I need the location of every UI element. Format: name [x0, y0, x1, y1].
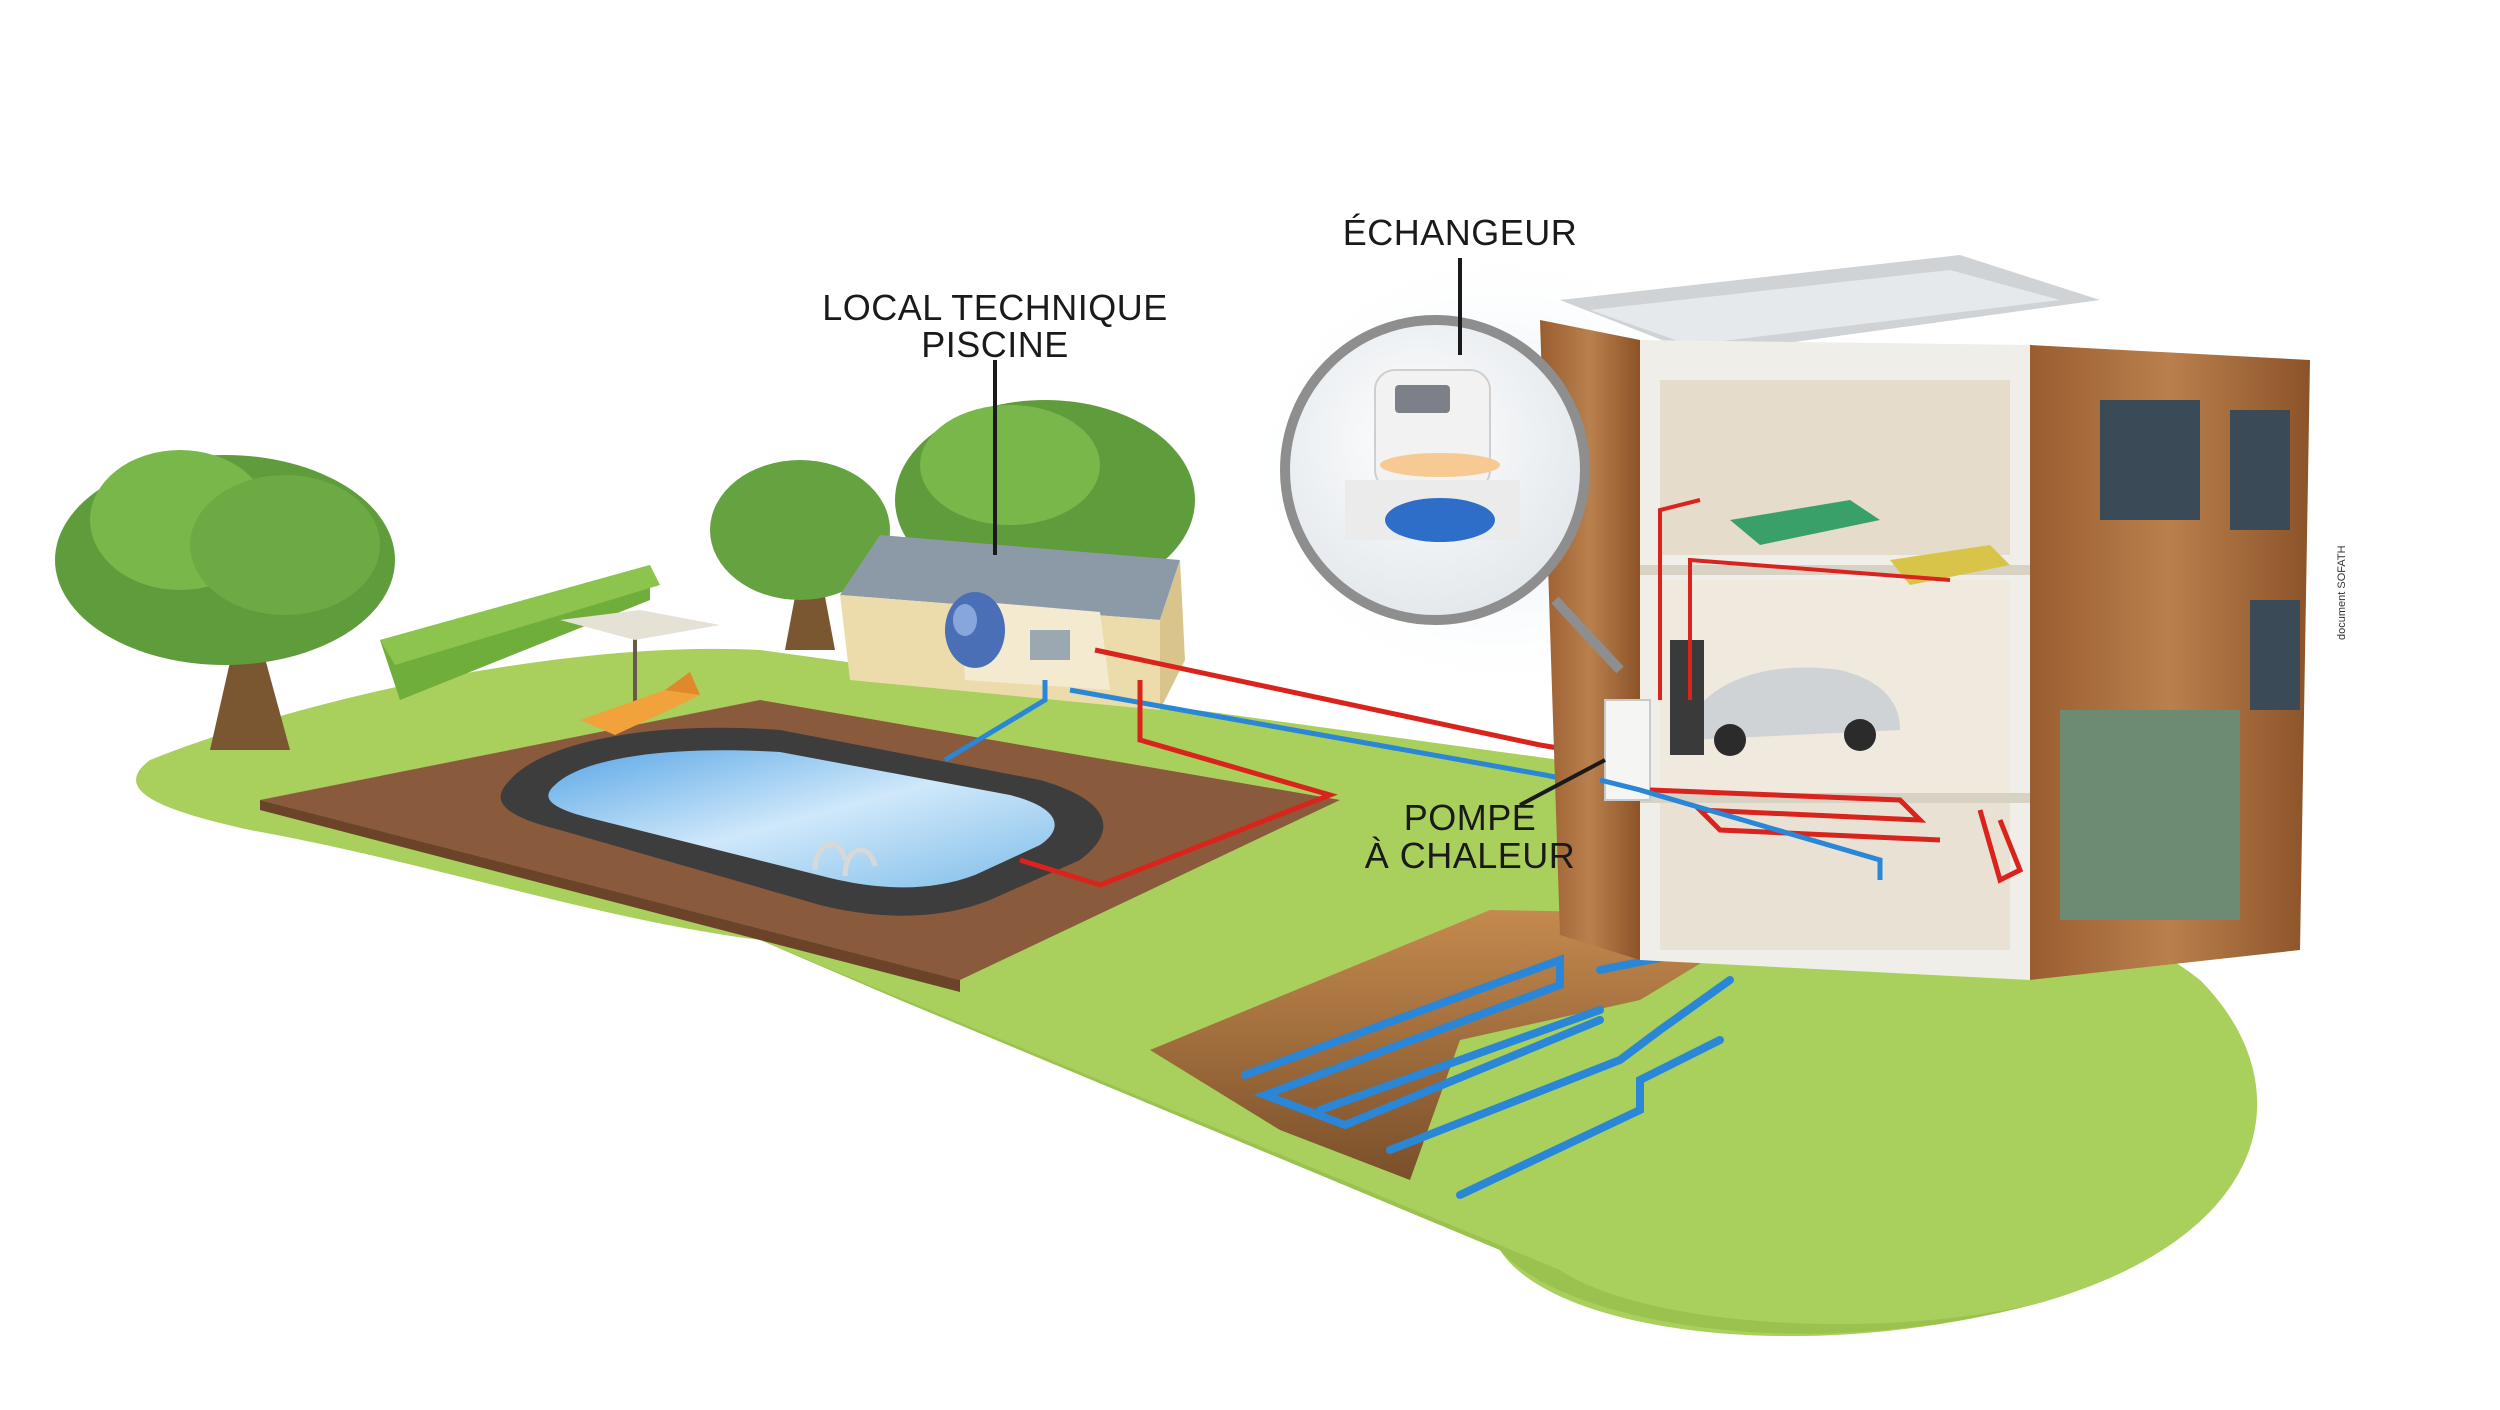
tree-icon [55, 450, 395, 750]
pool-water [548, 750, 1055, 888]
underfloor-heating-hot [1649, 787, 2024, 884]
bed-icon [1730, 500, 2010, 585]
leader-line-pompe [1519, 758, 1606, 807]
car-icon [1690, 667, 1900, 756]
hedge-top [380, 565, 660, 665]
local-technique-building [840, 535, 1185, 710]
credit-text: document SOFATH [2336, 545, 2348, 640]
tank-icon [945, 592, 1005, 668]
label-local-technique: LOCAL TECHNIQUE [822, 287, 1168, 328]
riser-pipes [1658, 498, 1951, 700]
label-echangeur: ÉCHANGEUR [1343, 212, 1578, 253]
label-a-chaleur: À CHALEUR [1365, 835, 1576, 876]
magnifier-icon [1280, 315, 1624, 674]
pool-deck-edge [260, 800, 960, 992]
filter-unit [1030, 630, 1070, 660]
pool-ladder-icon [812, 841, 878, 877]
water-heater [1670, 640, 1704, 755]
underfloor-heating-cold [1599, 777, 1883, 880]
label-pompe: POMPE [1404, 797, 1537, 838]
sunlounger-icon [580, 672, 700, 735]
label-piscine: PISCINE [921, 324, 1069, 365]
house [1540, 255, 2310, 980]
